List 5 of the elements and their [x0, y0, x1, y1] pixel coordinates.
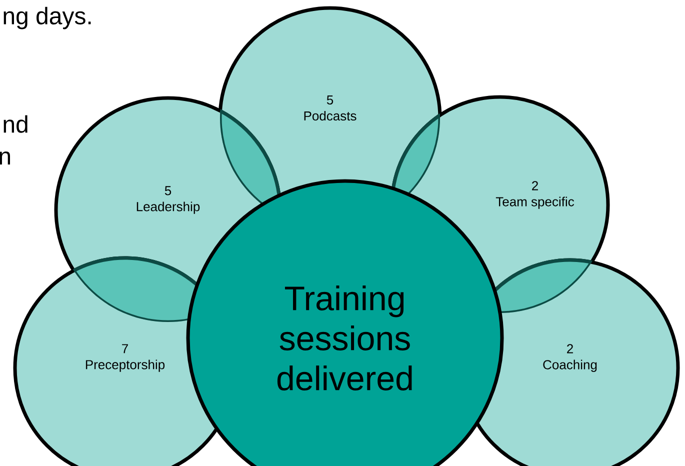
- slide-text: nd: [4, 115, 28, 133]
- slide-text: n: [0, 152, 10, 164]
- slide-text: ng days.: [4, 6, 91, 30]
- node-label: Preceptorship: [86, 360, 165, 372]
- node-label: 7: [122, 344, 128, 354]
